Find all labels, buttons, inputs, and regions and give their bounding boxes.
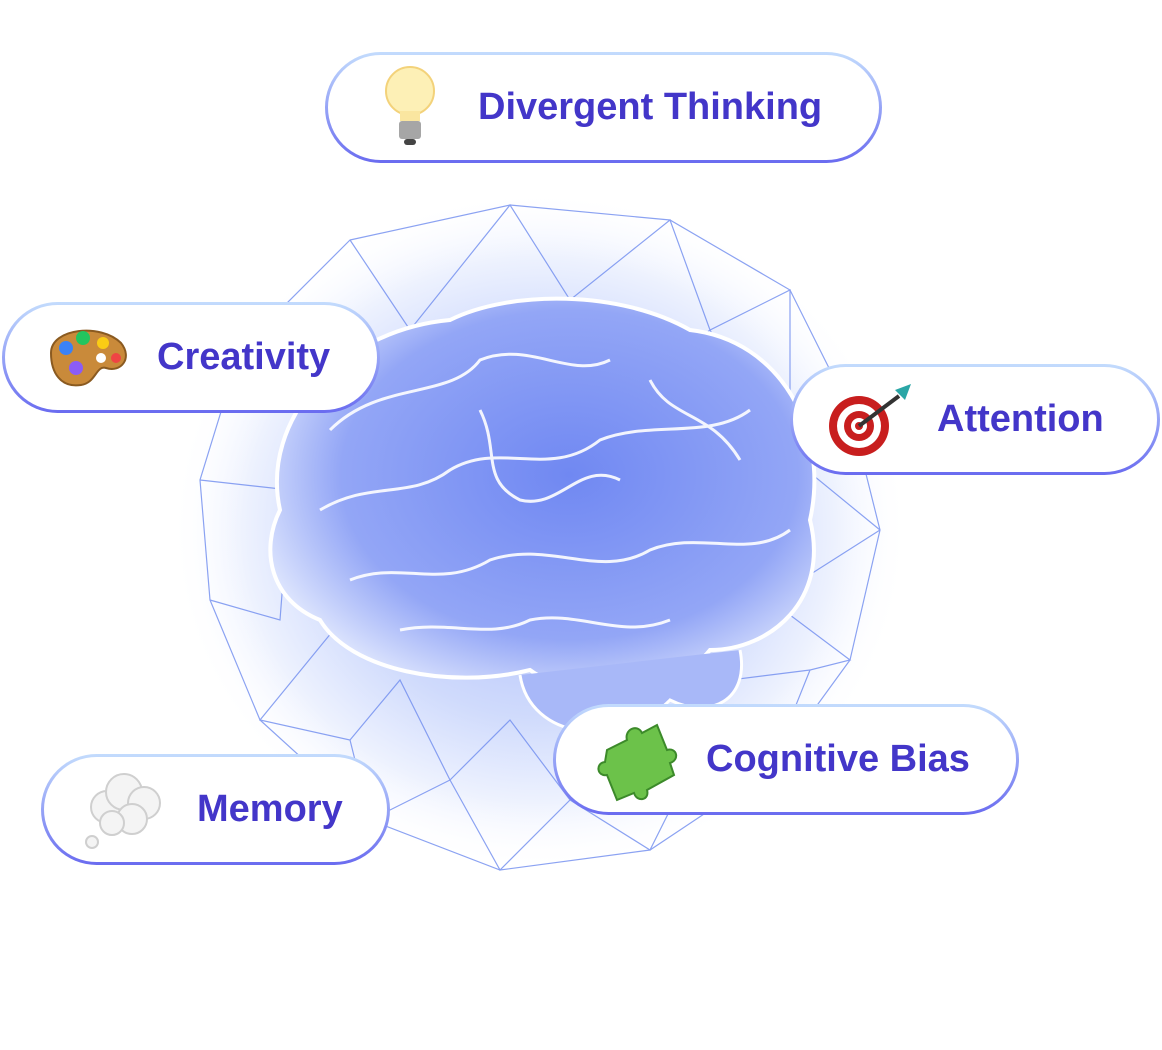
- topic-label: Divergent Thinking: [478, 86, 823, 128]
- topic-divergent-thinking: Divergent Thinking: [325, 52, 882, 163]
- target-dart-icon: [829, 383, 911, 456]
- topic-attention: Attention: [790, 364, 1160, 475]
- puzzle-piece-icon: [597, 723, 678, 801]
- topic-cognitive-bias: Cognitive Bias: [553, 704, 1019, 815]
- topic-memory: Memory: [41, 754, 390, 865]
- lightbulb-icon: [385, 65, 435, 145]
- topic-label: Creativity: [157, 336, 331, 378]
- palette-icon: [49, 329, 127, 386]
- thought-cloud-icon: [85, 773, 161, 849]
- topic-creativity: Creativity: [2, 302, 380, 413]
- topic-label: Cognitive Bias: [706, 738, 970, 780]
- topic-label: Attention: [937, 398, 1104, 440]
- topic-label: Memory: [197, 788, 343, 830]
